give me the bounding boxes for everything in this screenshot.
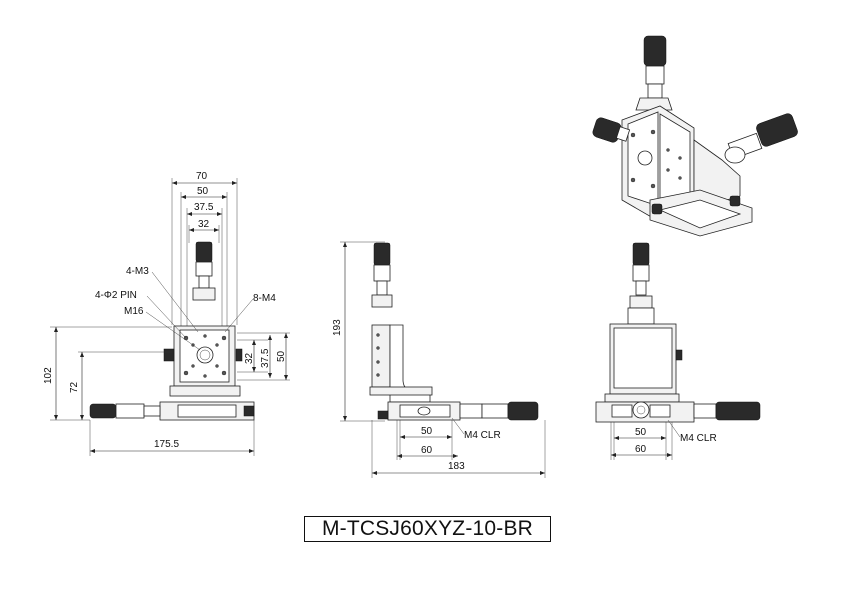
iso-top-micrometer-knob [643, 35, 667, 67]
top-dim-70: 70 [196, 171, 208, 182]
top-dim-72: 72 [69, 381, 80, 393]
side-dim-183: 183 [448, 461, 465, 472]
isometric-view [592, 35, 798, 237]
top-horizontal-micrometer-knob [89, 403, 117, 419]
iso-left-micrometer-knob [592, 117, 622, 143]
top-dim-37-5: 37.5 [194, 202, 214, 213]
side-view: 193 50 60 M4 CLR [332, 241, 546, 478]
front-dim-60: 60 [635, 444, 647, 455]
top-dim-102: 102 [43, 367, 54, 384]
side-horizontal-micrometer-knob [507, 401, 539, 421]
front-view: 50 60 M4 CLR [595, 242, 761, 460]
top-side-dim-32: 32 [244, 352, 255, 364]
side-callout-m4-clr: M4 CLR [464, 430, 501, 441]
side-dim-50: 50 [421, 426, 433, 437]
side-vertical-plate [371, 324, 391, 388]
side-micrometer-knob [373, 242, 391, 266]
side-dim-193: 193 [332, 319, 343, 336]
model-title-box: M-TCSJ60XYZ-10-BR [304, 516, 551, 542]
top-dim-175-5: 175.5 [154, 439, 179, 450]
front-callout-m4-clr: M4 CLR [680, 433, 717, 444]
iso-right-micrometer-knob [756, 113, 798, 147]
callout-4-pin: 4-Φ2 PIN [95, 290, 137, 301]
side-dim-60: 60 [421, 445, 433, 456]
callout-4-m3: 4-M3 [126, 266, 149, 277]
top-dim-50: 50 [197, 186, 209, 197]
front-dim-50: 50 [635, 427, 647, 438]
front-horizontal-micrometer-knob [715, 401, 761, 421]
top-side-dim-37-5: 37.5 [260, 348, 271, 368]
top-side-dim-50: 50 [276, 350, 287, 362]
front-micrometer-knob [632, 242, 650, 266]
model-title: M-TCSJ60XYZ-10-BR [321, 517, 534, 540]
top-dim-32: 32 [198, 219, 210, 230]
callout-m16: M16 [124, 306, 144, 317]
top-micrometer-knob [195, 241, 213, 263]
top-view: 70 50 37.5 32 4-M3 [43, 171, 290, 456]
callout-8-m4: 8-M4 [253, 293, 276, 304]
